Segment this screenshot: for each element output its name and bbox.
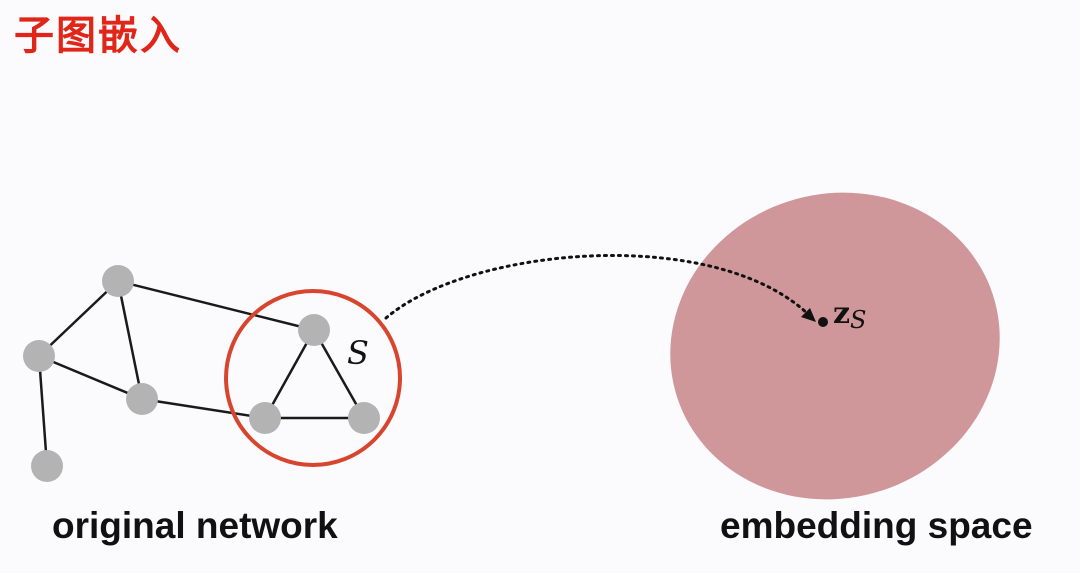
graph-node-n7 bbox=[348, 402, 380, 434]
graph-edge-n2-n3 bbox=[38, 354, 143, 401]
graph-edge-n1-n3 bbox=[116, 280, 144, 400]
embedding-point bbox=[818, 317, 828, 327]
graph-edge-n5-n6 bbox=[263, 329, 316, 419]
subgraph-label: S bbox=[347, 334, 369, 372]
graph-edge-n2-n4 bbox=[37, 355, 49, 467]
graph-node-n5 bbox=[298, 314, 330, 346]
graph-node-n1 bbox=[102, 265, 134, 297]
original-network-caption: original network bbox=[52, 505, 338, 546]
embedding-arrow-path bbox=[384, 254, 814, 320]
graph-nodes bbox=[23, 265, 380, 482]
embedding-arrow-head bbox=[801, 308, 816, 322]
graph-edge-n1-n2 bbox=[38, 280, 119, 357]
graph-edge-n1-n5 bbox=[117, 279, 315, 332]
embedding-space-region bbox=[670, 192, 1000, 500]
embedding-point-label-main: z bbox=[833, 296, 850, 331]
graph-node-n6 bbox=[249, 402, 281, 434]
embedding-space-caption: embedding space bbox=[720, 505, 1033, 546]
embedding-point-label-sub: S bbox=[850, 306, 866, 334]
graph-edges bbox=[37, 279, 366, 467]
graph-edge-n3-n6 bbox=[141, 397, 266, 420]
graph-node-n3 bbox=[126, 383, 158, 415]
graph-node-n2 bbox=[23, 340, 55, 372]
subgraph-highlight-circle bbox=[224, 289, 402, 467]
graph-node-n4 bbox=[31, 450, 63, 482]
embedding-point-label: zS bbox=[833, 296, 867, 334]
graph-edge-n5-n7 bbox=[312, 329, 366, 419]
page-title: 子图嵌入 bbox=[14, 13, 182, 59]
